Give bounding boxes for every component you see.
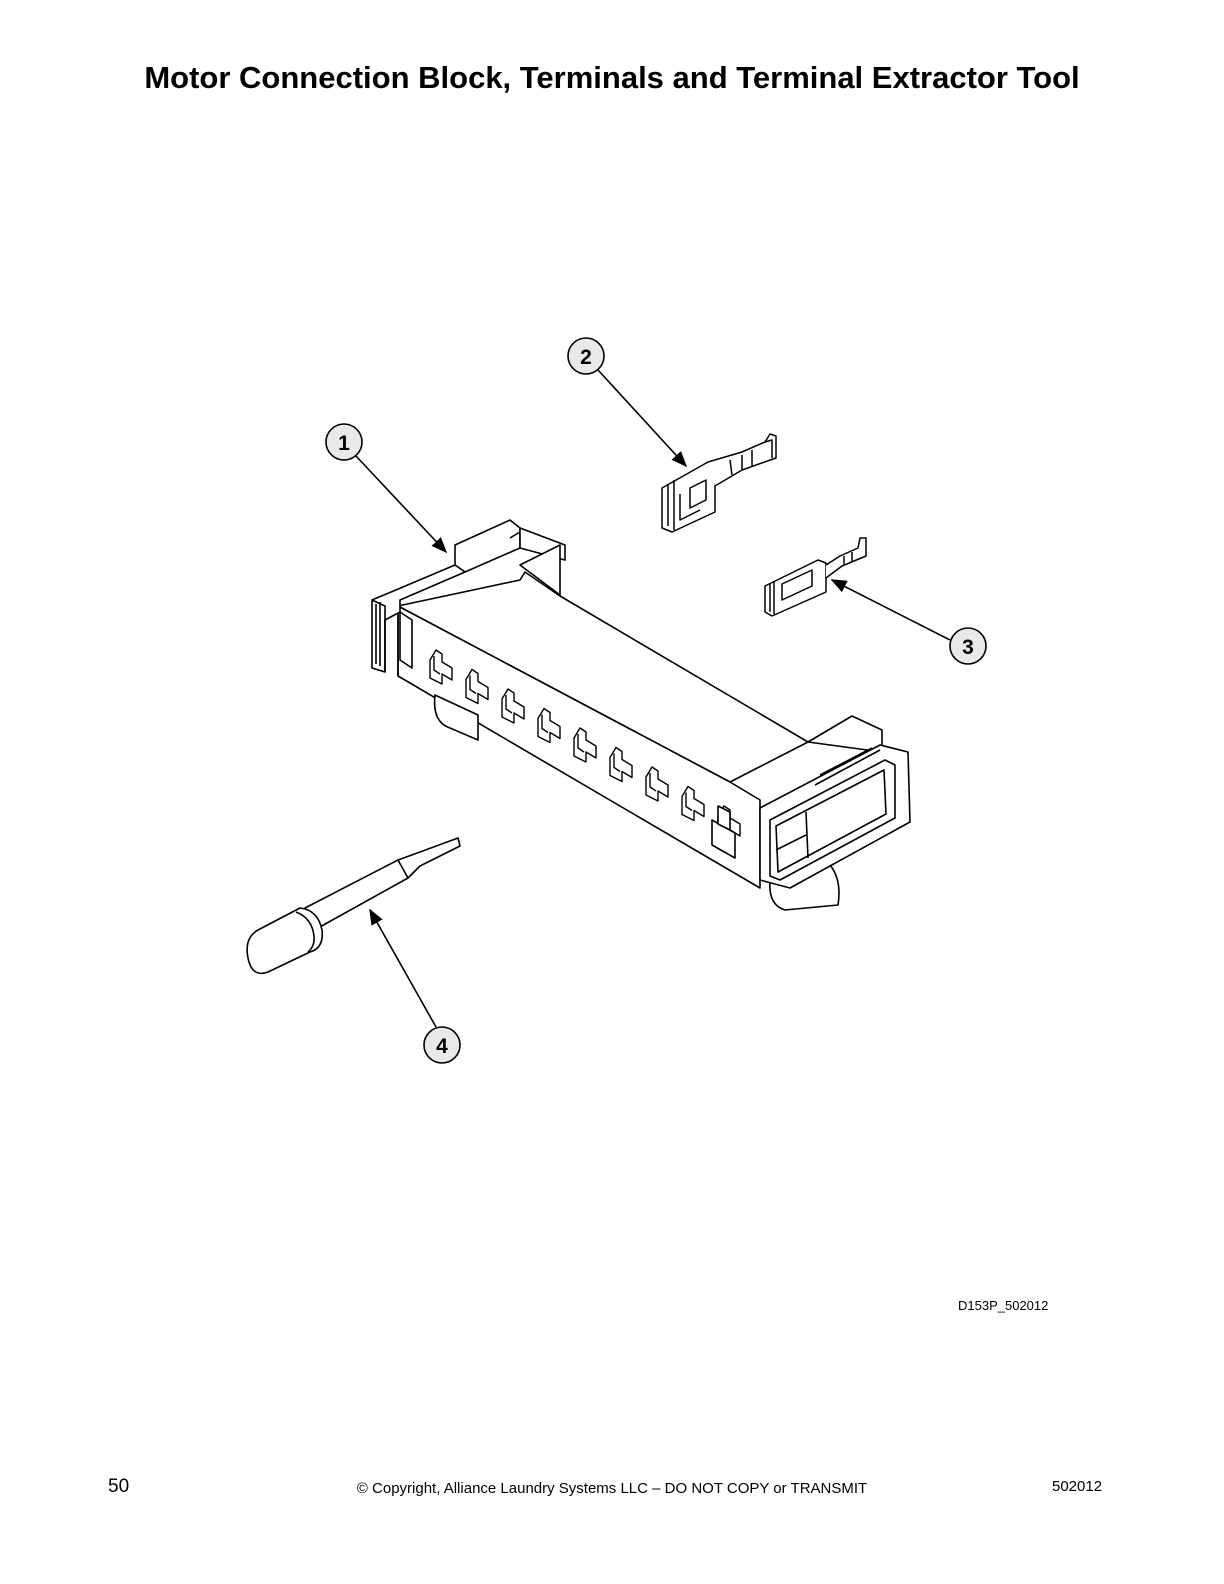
callout-label: 1	[338, 432, 350, 455]
terminal-extractor-tool	[246, 837, 461, 975]
callout-label: 4	[436, 1035, 448, 1058]
terminal-slot-tab	[505, 695, 513, 714]
terminal-slot-tab	[685, 792, 693, 812]
footer-doc-number: 502012	[1052, 1478, 1103, 1495]
terminal-slot	[645, 766, 669, 802]
callout-circle	[423, 1026, 461, 1064]
callout-4: 4	[423, 1026, 461, 1064]
terminal-large	[661, 433, 777, 533]
terminal-slot	[681, 785, 705, 822]
callout-label: 2	[580, 346, 592, 369]
terminal-slot	[429, 649, 453, 685]
terminal-slot-tab	[469, 675, 477, 695]
terminal-small	[764, 537, 867, 617]
callout-circle	[325, 423, 363, 461]
terminal-slot-tab	[433, 656, 441, 675]
terminal-slot-tab	[577, 734, 585, 753]
leader-line-4	[369, 908, 437, 1028]
leader-line-3	[830, 579, 951, 641]
motor-connection-block	[371, 519, 911, 911]
terminal-slot	[501, 688, 525, 724]
terminal-slot	[465, 668, 489, 705]
terminal-slot-tab	[649, 773, 657, 792]
callout-circle	[567, 337, 605, 375]
footer-copyright: © Copyright, Alliance Laundry Systems LL…	[356, 1480, 868, 1497]
callout-3: 3	[949, 627, 987, 665]
callout-1: 1	[325, 423, 363, 461]
leader-line-2	[597, 369, 688, 468]
footer-page-number: 50	[108, 1476, 130, 1497]
terminal-slot	[609, 746, 633, 783]
drawing-id: D153P_502012	[958, 1298, 1049, 1313]
terminal-slot	[537, 707, 561, 744]
callout-2: 2	[567, 337, 605, 375]
callout-label: 3	[962, 636, 974, 659]
terminal-slot-tab	[541, 714, 549, 734]
page-title: Motor Connection Block, Terminals and Te…	[144, 60, 1080, 95]
terminal-slot-tab	[613, 753, 621, 773]
leader-line-1	[355, 455, 448, 554]
terminal-slot	[573, 727, 597, 763]
callout-circle	[949, 627, 987, 665]
